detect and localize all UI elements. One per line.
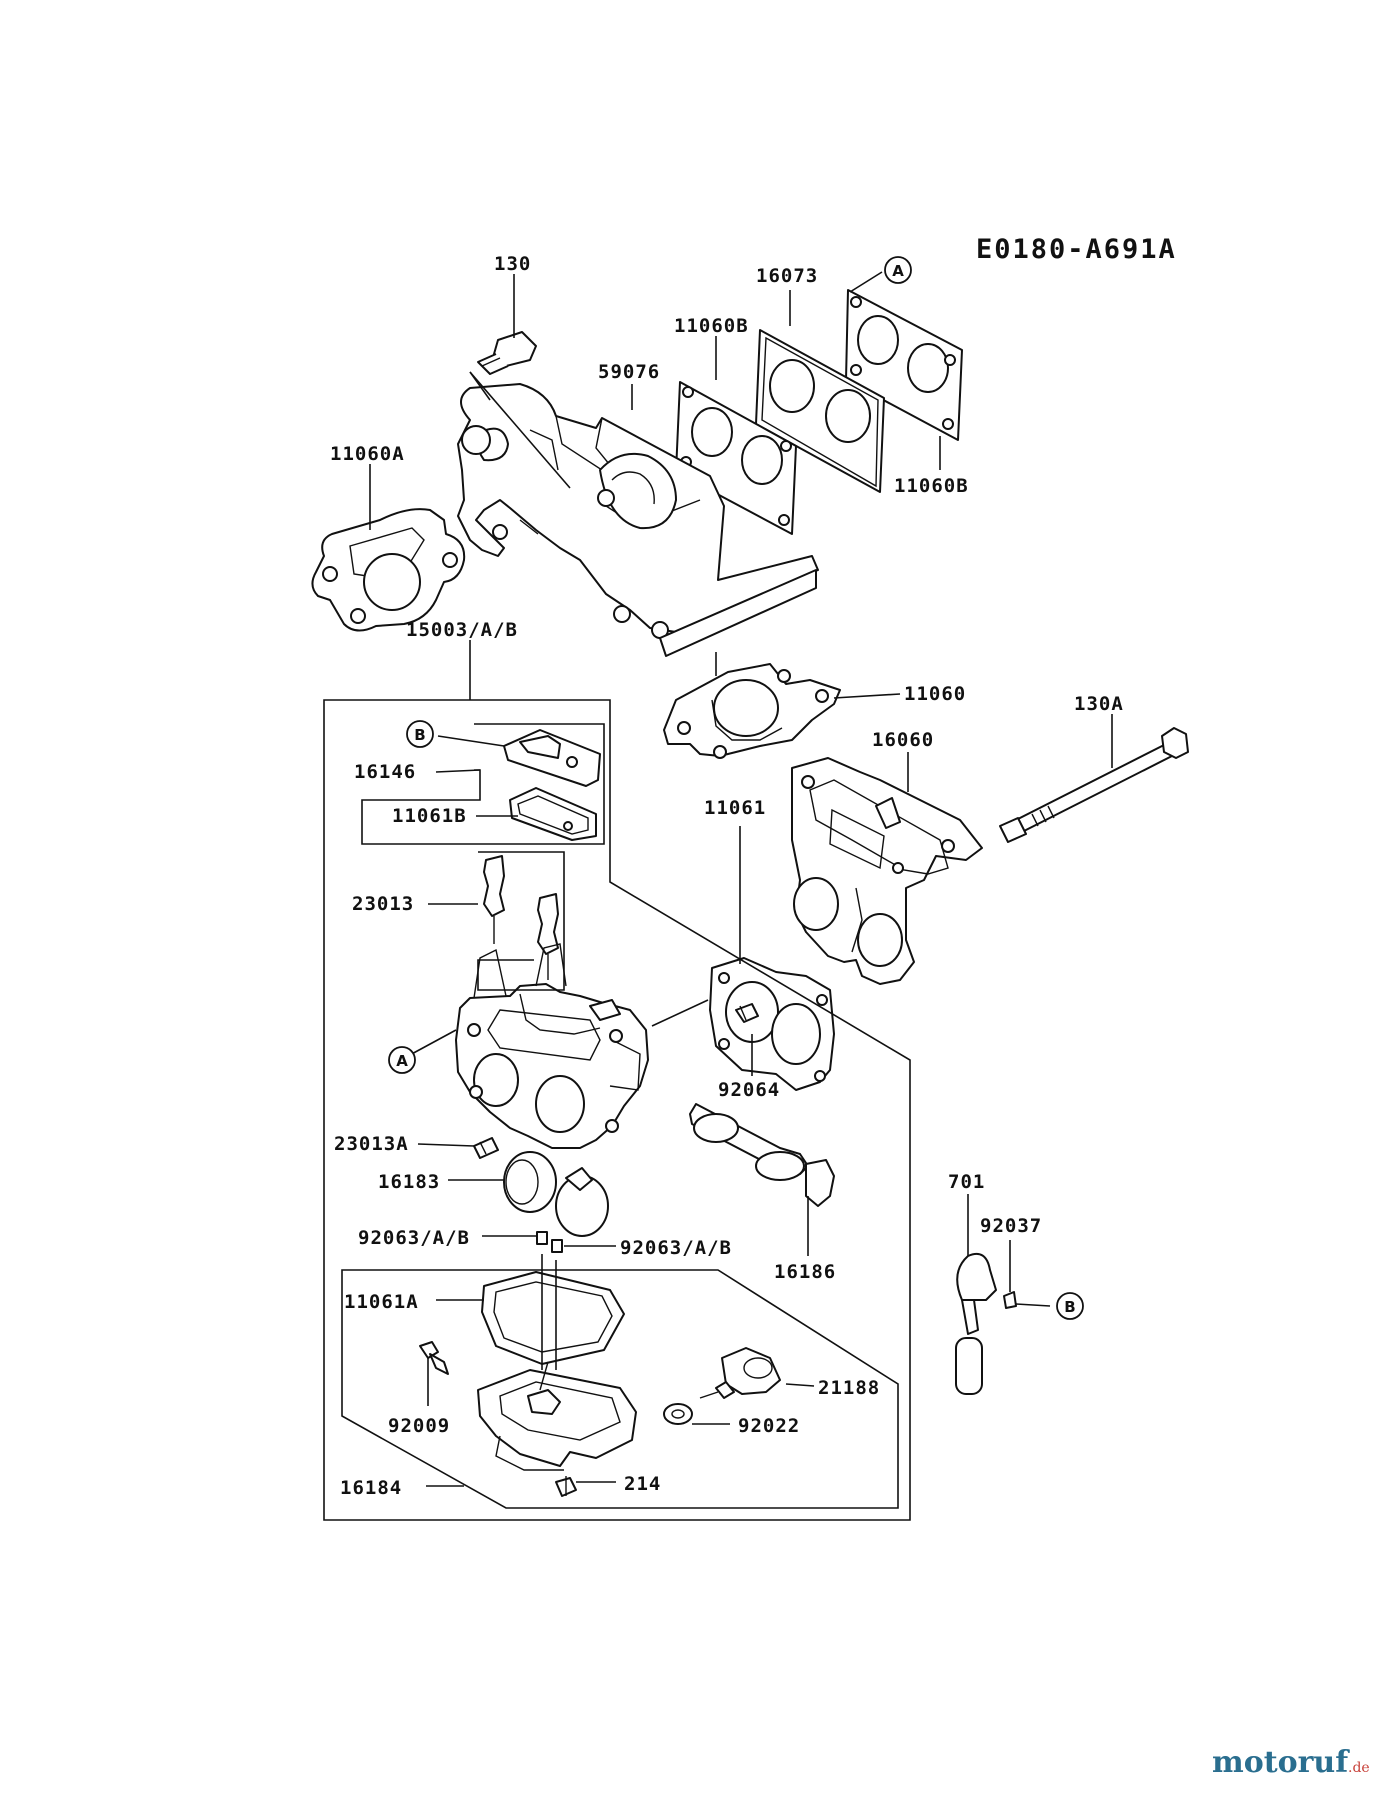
- screw-23013A-drawing: [473, 1137, 499, 1159]
- gasket-11060A-drawing: [311, 508, 466, 632]
- gasket-16073-drawing: [845, 289, 963, 441]
- screws-92063-drawing: [536, 1231, 563, 1253]
- label-11061: 11061: [704, 797, 766, 819]
- group-frame-23013: [477, 851, 565, 991]
- callout-b-hose: B: [1056, 1292, 1084, 1320]
- spacer-16060-drawing: [791, 757, 983, 985]
- gasket-11060B-front-drawing: [675, 381, 797, 535]
- gasket-11060-drawing: [663, 663, 841, 759]
- label-21188: 21188: [818, 1377, 880, 1399]
- label-92064: 92064: [718, 1079, 780, 1101]
- watermark-logo: motoruf .de: [1212, 1745, 1370, 1780]
- choke-16183-drawing: [503, 1151, 609, 1237]
- svg-text:motoruf: motoruf: [1212, 1745, 1350, 1780]
- svg-text:.de: .de: [1348, 1760, 1370, 1776]
- label-59076: 59076: [598, 361, 660, 383]
- screw-92009-drawing: [419, 1341, 449, 1375]
- diagram-title: E0180-A691A: [976, 234, 1177, 265]
- label-92009: 92009: [388, 1415, 450, 1437]
- label-16060: 16060: [872, 729, 934, 751]
- label-11060B-top: 11060B: [674, 315, 749, 337]
- label-11060A: 11060A: [330, 443, 405, 465]
- label-130A: 130A: [1074, 693, 1124, 715]
- label-701: 701: [948, 1171, 985, 1193]
- cover-16146-drawing: [503, 729, 601, 787]
- throttle-shaft-16186-drawing: [689, 1103, 835, 1207]
- screw-214-drawing: [555, 1476, 577, 1497]
- label-16073: 16073: [756, 265, 818, 287]
- label-11060B-right: 11060B: [894, 475, 969, 497]
- callout-a-carb: A: [388, 1046, 416, 1074]
- washer-92022-drawing: [663, 1403, 693, 1425]
- label-16146: 16146: [354, 761, 416, 783]
- leader-lines: [369, 271, 1113, 1487]
- screw-92064-drawing: [735, 1003, 759, 1023]
- label-11061B: 11061B: [392, 805, 467, 827]
- label-15003: 15003/A/B: [406, 619, 518, 641]
- hose-701-drawing: [955, 1252, 997, 1395]
- clip-92037-drawing: [1003, 1291, 1017, 1309]
- svg-text:B: B: [1064, 1298, 1075, 1316]
- svg-text:A: A: [396, 1052, 408, 1070]
- label-16183: 16183: [378, 1171, 440, 1193]
- label-23013A: 23013A: [334, 1133, 409, 1155]
- gasket-11060B-mid-drawing: [755, 329, 885, 493]
- label-92022: 92022: [738, 1415, 800, 1437]
- group-frame-16184: [341, 1269, 899, 1509]
- group-frame-15003: [323, 699, 911, 1521]
- label-16186: 16186: [774, 1261, 836, 1283]
- label-11061A: 11061A: [344, 1291, 419, 1313]
- label-23013: 23013: [352, 893, 414, 915]
- label-92063-right: 92063/A/B: [620, 1237, 732, 1259]
- label-92063-left: 92063/A/B: [358, 1227, 470, 1249]
- label-214: 214: [624, 1473, 661, 1495]
- solenoid-21188-drawing: [699, 1347, 781, 1399]
- gasket-11061B-drawing: [509, 787, 597, 841]
- svg-text:B: B: [414, 726, 425, 744]
- svg-text:A: A: [892, 262, 904, 280]
- label-92037: 92037: [980, 1215, 1042, 1237]
- group-frame-16146: [361, 723, 605, 845]
- float-chamber-16184-drawing: [477, 1361, 637, 1471]
- callout-b-top: B: [406, 720, 434, 748]
- label-11060: 11060: [904, 683, 966, 705]
- gasket-11061A-drawing: [481, 1271, 625, 1365]
- intake-manifold-59076-drawing: [457, 383, 819, 657]
- carburetor-body-drawing: [455, 943, 649, 1149]
- bolt-130A-drawing: [999, 727, 1189, 843]
- label-130: 130: [494, 253, 531, 275]
- bolt-130-drawing: [477, 331, 537, 375]
- label-16184: 16184: [340, 1477, 402, 1499]
- callout-a-top: A: [884, 256, 912, 284]
- jet-23013-drawing: [483, 855, 559, 980]
